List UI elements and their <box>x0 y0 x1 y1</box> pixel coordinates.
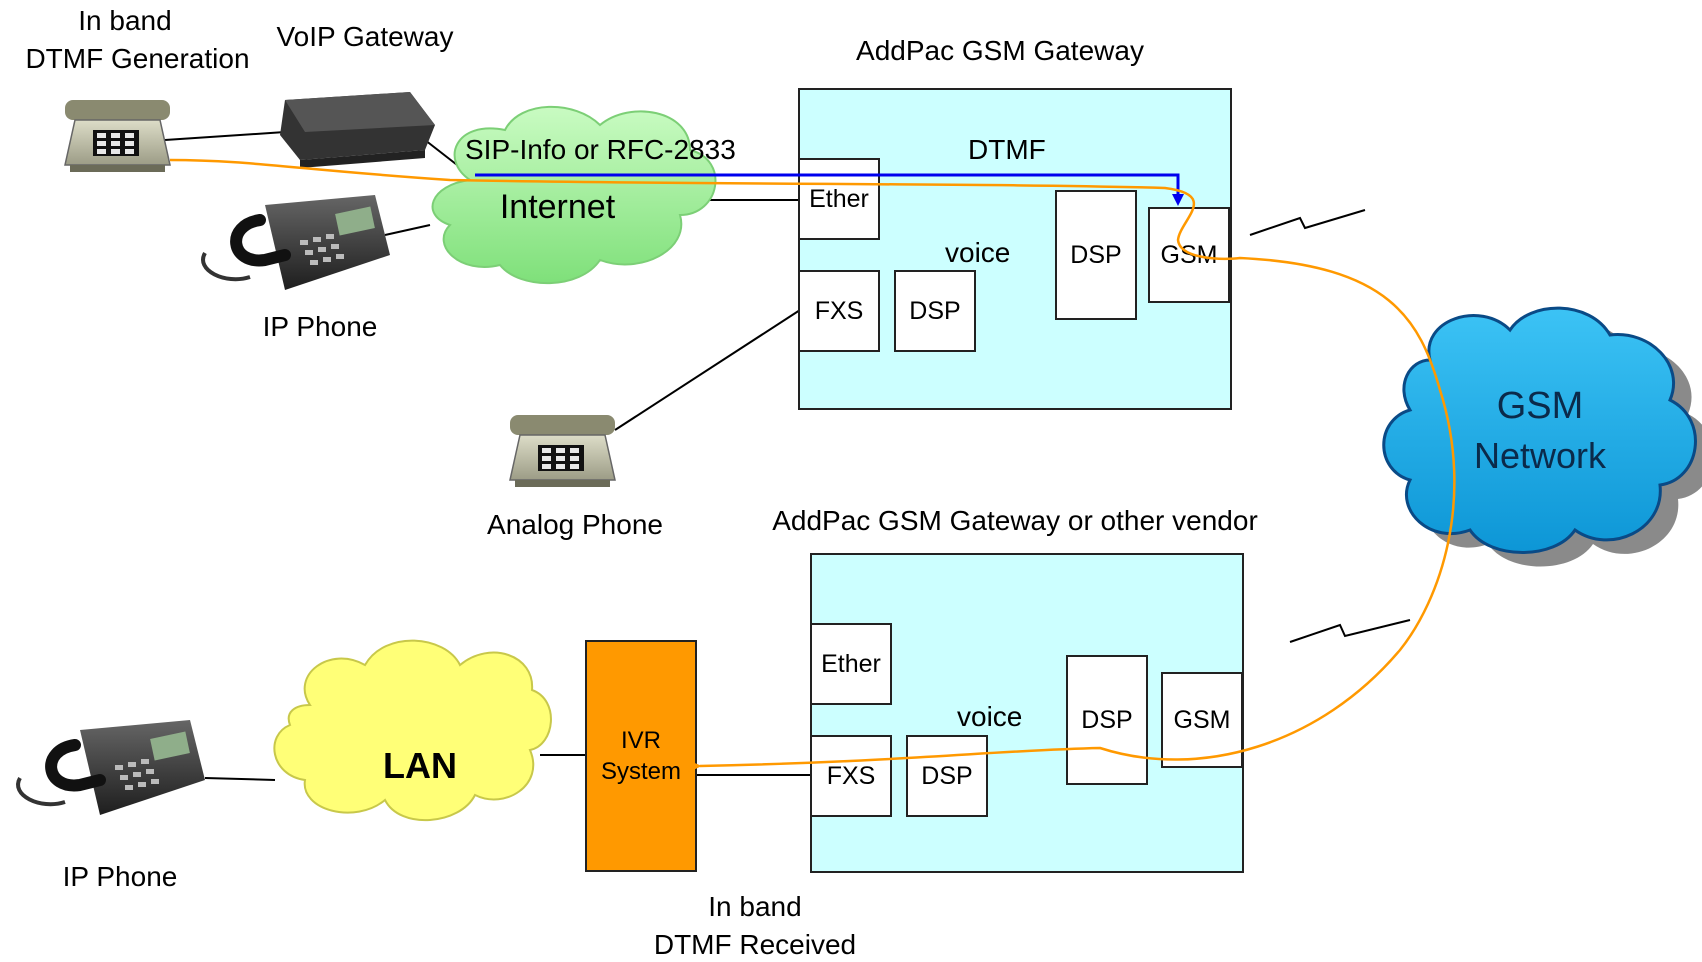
voip-gateway-label: VoIP Gateway <box>276 21 454 52</box>
top-ether-box: Ether <box>798 158 880 240</box>
sip-info-label: SIP-Info or RFC-2833 <box>465 134 736 165</box>
bottom-ether-box: Ether <box>810 623 892 705</box>
top-voice-label: voice <box>945 237 1011 268</box>
bottom-voice-label: voice <box>957 701 1023 732</box>
ivr-label-line2: System <box>600 758 681 785</box>
dtmf-generation-label-line1: In band <box>78 5 172 36</box>
ip-phone-top-label: IP Phone <box>262 311 378 342</box>
internet-cloud-label: Internet <box>499 188 616 226</box>
ivr-label-line1: IVR <box>620 726 661 754</box>
dtmf-generation-label-line2: DTMF Generation <box>25 43 250 74</box>
ip-phone-bottom-icon <box>16 720 205 815</box>
lan-cloud-shape <box>273 639 552 821</box>
bottom-dsp-large-box: DSP <box>1066 655 1148 785</box>
top-dsp-large-box: DSP <box>1055 190 1137 320</box>
top-fxs-box: FXS <box>798 270 880 352</box>
gsm-cloud-label-line1: GSM <box>1496 385 1584 427</box>
bottom-dsp-small-box: DSP <box>906 735 988 817</box>
lan-cloud-label: LAN <box>383 745 457 786</box>
top-gateway-title: AddPac GSM Gateway <box>856 35 1144 66</box>
dtmf-received-label-line1: In band <box>708 891 802 922</box>
ip-phone-bottom-label: IP Phone <box>62 861 178 892</box>
top-gsm-box: GSM <box>1148 207 1230 303</box>
analog-phone-top-icon <box>64 100 171 172</box>
ip-phone-top-icon <box>201 195 390 290</box>
analog-phone-middle-icon <box>509 415 616 487</box>
ivr-system-box: IVR System <box>585 640 697 872</box>
gsm-cloud-shape <box>1382 306 1702 567</box>
analog-phone-label: Analog Phone <box>487 509 663 540</box>
bottom-gateway-title: AddPac GSM Gateway or other vendor <box>772 505 1258 536</box>
top-dsp-small-box: DSP <box>894 270 976 352</box>
dtmf-label: DTMF <box>968 134 1046 165</box>
gsm-cloud-label-line2: Network <box>1473 435 1607 476</box>
bottom-gsm-box: GSM <box>1161 672 1243 768</box>
dtmf-received-label-line2: DTMF Received <box>653 929 857 960</box>
bottom-fxs-box: FXS <box>810 735 892 817</box>
voip-gateway-device-icon <box>280 92 435 168</box>
